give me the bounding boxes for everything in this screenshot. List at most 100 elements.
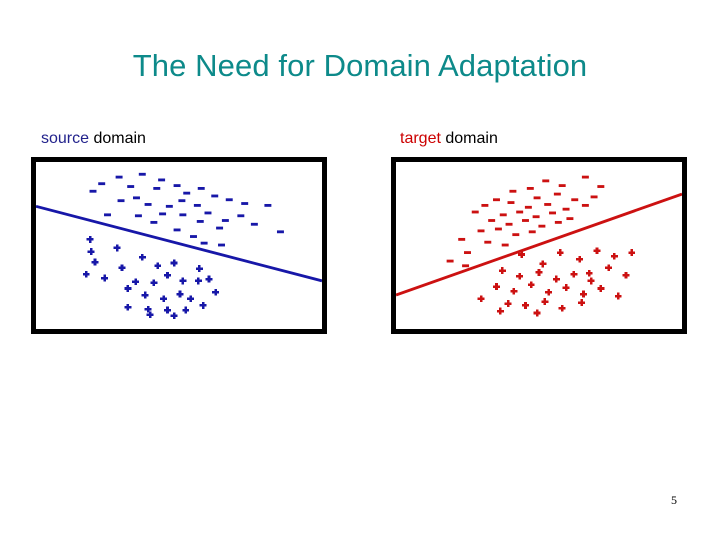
negative-marker	[158, 178, 166, 182]
positive-marker	[160, 295, 168, 303]
negative-marker	[173, 228, 181, 232]
positive-marker	[527, 281, 535, 289]
negative-marker	[532, 215, 540, 219]
negative-marker	[179, 213, 187, 217]
positive-marker	[182, 306, 190, 314]
source-domain-caption-rest: domain	[89, 130, 146, 147]
negative-marker	[554, 220, 562, 224]
negative-marker	[590, 195, 598, 199]
negative-marker	[549, 211, 557, 215]
negative-marker	[117, 199, 125, 203]
decision-boundary-line	[396, 192, 682, 297]
negative-marker	[526, 187, 534, 190]
negative-marker	[538, 224, 546, 228]
negative-marker	[462, 264, 470, 268]
positive-marker	[187, 295, 195, 303]
positive-marker	[545, 288, 553, 296]
positive-marker	[498, 267, 506, 274]
positive-marker	[576, 255, 584, 263]
positive-marker	[493, 283, 500, 290]
negative-marker	[183, 191, 191, 195]
positive-marker	[163, 306, 171, 314]
positive-marker	[533, 309, 541, 317]
positive-marker	[82, 270, 90, 278]
source-domain-plot	[31, 157, 327, 334]
positive-marker	[558, 304, 566, 312]
positive-marker	[541, 298, 549, 306]
positive-marker	[212, 288, 220, 296]
source-domain-caption: source domain	[41, 129, 146, 149]
negative-marker	[501, 243, 509, 247]
negative-marker	[200, 241, 208, 245]
positive-marker	[86, 235, 94, 243]
positive-marker	[585, 269, 593, 277]
negative-marker	[127, 185, 135, 188]
positive-marker	[163, 271, 171, 279]
negative-marker	[196, 220, 204, 223]
positive-marker	[138, 253, 146, 261]
positive-marker	[539, 260, 547, 268]
negative-marker	[115, 175, 123, 179]
negative-marker	[190, 235, 197, 238]
positive-marker	[597, 285, 605, 292]
negative-marker	[597, 185, 605, 188]
negative-marker	[558, 184, 566, 188]
positive-marker	[477, 295, 485, 303]
negative-marker	[250, 222, 258, 226]
positive-marker	[628, 249, 636, 256]
negative-marker	[464, 251, 471, 254]
negative-marker	[216, 226, 224, 230]
positive-marker	[614, 292, 622, 300]
negative-marker	[193, 203, 201, 207]
negative-marker	[104, 213, 111, 217]
negative-marker	[562, 207, 570, 211]
positive-marker	[141, 291, 149, 299]
negative-marker	[211, 194, 219, 198]
target-domain-keyword: target	[400, 130, 441, 147]
negative-marker	[493, 198, 500, 202]
negative-marker	[225, 198, 233, 202]
negative-marker	[521, 219, 529, 222]
positive-marker	[205, 275, 213, 283]
negative-marker	[481, 203, 489, 207]
negative-marker	[484, 240, 492, 244]
positive-marker	[556, 249, 564, 256]
negative-marker	[98, 182, 106, 186]
positive-marker	[605, 264, 613, 272]
positive-marker	[518, 251, 526, 258]
negative-marker	[178, 199, 186, 203]
positive-marker	[570, 270, 578, 278]
negative-marker	[237, 214, 245, 218]
target-domain-plot	[391, 157, 687, 334]
positive-marker	[194, 277, 202, 285]
positive-marker	[521, 302, 529, 309]
negative-marker	[507, 201, 515, 204]
positive-marker	[150, 279, 158, 287]
positive-marker	[132, 278, 139, 286]
positive-marker	[622, 271, 630, 279]
negative-marker	[553, 192, 561, 196]
negative-marker	[512, 233, 520, 237]
target-domain-caption: target domain	[400, 129, 498, 149]
negative-marker	[221, 219, 229, 222]
positive-marker	[504, 300, 512, 307]
positive-marker	[199, 302, 207, 309]
negative-marker	[533, 196, 541, 200]
positive-marker	[510, 287, 518, 295]
target-domain-caption-rest: domain	[440, 130, 498, 147]
source-domain-keyword: source	[41, 130, 90, 147]
negative-marker	[159, 212, 167, 216]
negative-marker	[446, 259, 454, 263]
negative-marker	[581, 203, 589, 207]
positive-marker	[610, 252, 618, 260]
negative-marker	[516, 210, 524, 214]
negative-marker	[524, 205, 532, 209]
page-number: 5	[671, 493, 677, 507]
positive-marker	[562, 284, 570, 291]
positive-marker	[496, 307, 504, 315]
negative-marker	[509, 189, 517, 193]
negative-marker	[566, 217, 574, 221]
positive-marker	[176, 290, 184, 298]
negative-marker	[544, 203, 552, 206]
